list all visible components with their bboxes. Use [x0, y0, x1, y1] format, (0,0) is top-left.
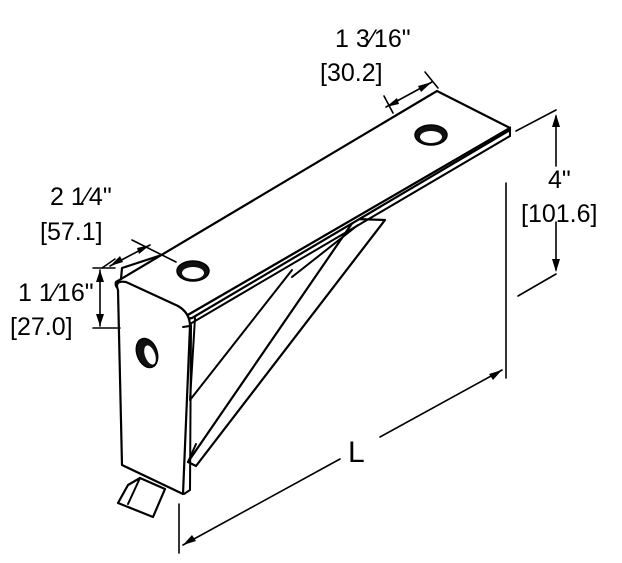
- dim-length: [178, 182, 507, 554]
- dim-flange-height-imperial: 1 1⁄16": [18, 279, 94, 307]
- dim-top-hole-spacing-imperial: 1 3⁄16": [335, 25, 411, 53]
- dim-top-hole-spacing-metric: [30.2]: [320, 59, 383, 87]
- vertical-face: [115, 280, 192, 496]
- dim-flange-height: [92, 267, 121, 329]
- dim-flange-height-metric: [27.0]: [10, 313, 73, 341]
- dim-overall-height-metric: [101.6]: [521, 200, 597, 228]
- dim-edge-to-hole-metric: [57.1]: [40, 218, 103, 246]
- dim-overall-height-imperial: 4": [548, 166, 571, 194]
- bottom-tab: [116, 476, 167, 519]
- dim-top-hole-spacing: [383, 71, 439, 114]
- top-hole-right: [414, 124, 448, 146]
- dim-length-label: L: [348, 436, 365, 469]
- dim-overall-height: [515, 109, 560, 297]
- dim-edge-to-hole: [101, 239, 177, 269]
- dim-edge-to-hole-imperial: 2 1⁄4": [50, 183, 112, 211]
- top-hole-left: [176, 260, 210, 282]
- side-hole: [135, 337, 159, 369]
